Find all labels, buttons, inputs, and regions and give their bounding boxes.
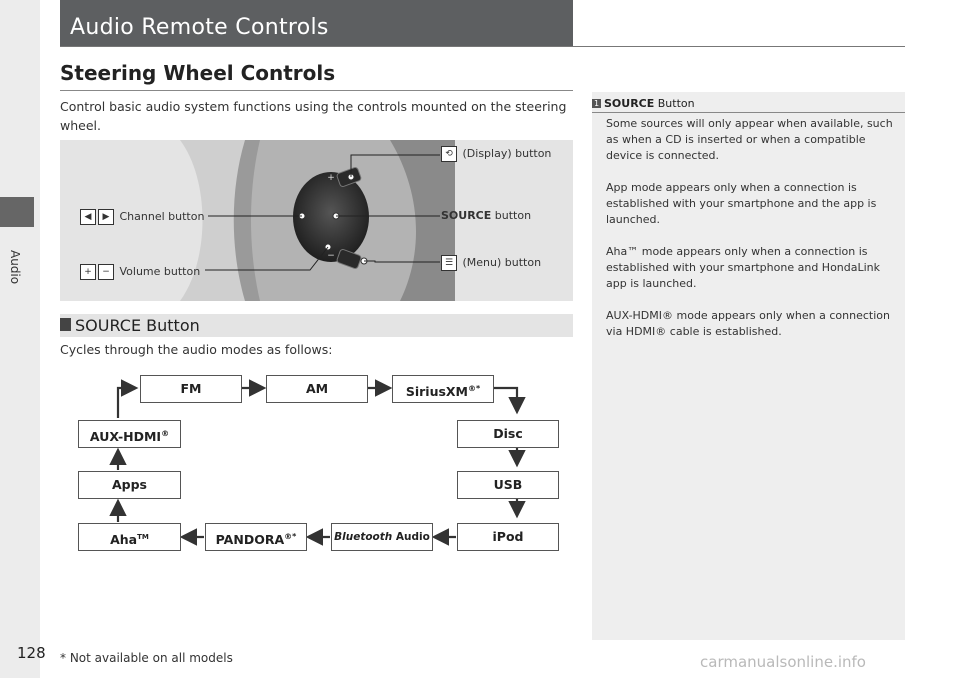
footnote: * Not available on all models xyxy=(60,651,233,665)
mode-am: AM xyxy=(266,375,368,403)
channel-right-icon: ▶ xyxy=(98,209,114,225)
mode-aux-hdmi-sup: ® xyxy=(161,429,170,438)
menu-callout-label: (Menu) button xyxy=(462,256,542,269)
page-title: Audio Remote Controls xyxy=(70,15,329,40)
source-callout-bold: SOURCE xyxy=(441,209,492,222)
display-button-callout: ⟲ (Display) button xyxy=(441,146,551,162)
display-icon: ⟲ xyxy=(441,146,457,162)
mode-disc-label: Disc xyxy=(493,426,523,441)
note-reference-icon: 1 xyxy=(592,99,601,108)
mode-fm: FM xyxy=(140,375,242,403)
mode-ipod: iPod xyxy=(457,523,559,551)
mode-siriusxm-label: SiriusXM xyxy=(405,384,468,400)
volume-callout-label: Volume button xyxy=(119,265,201,278)
subsection-bar xyxy=(60,314,573,337)
mode-bluetooth-audio: Bluetooth Audio xyxy=(331,523,433,551)
mode-bluetooth-label: Audio xyxy=(392,531,430,543)
section-title: Steering Wheel Controls xyxy=(60,61,336,85)
svg-text:+: + xyxy=(327,173,335,183)
mode-pandora: PANDORA®* xyxy=(205,523,307,551)
note-heading-label: Button xyxy=(654,97,695,110)
volume-button-callout: +− Volume button xyxy=(80,264,200,280)
source-button-callout: SOURCE button xyxy=(441,209,531,222)
mode-bluetooth-italic: Bluetooth xyxy=(334,531,393,543)
section-rule xyxy=(60,90,573,91)
mode-aha-sup: TM xyxy=(137,533,149,541)
mode-apps-label: Apps xyxy=(111,477,147,492)
volume-minus-icon: − xyxy=(98,264,114,280)
source-callout-label: button xyxy=(491,209,532,222)
steering-wheel-drawing: + − xyxy=(60,140,573,301)
note-paragraph: AUX-HDMI® mode appears only when a conne… xyxy=(606,309,890,338)
channel-callout-label: Channel button xyxy=(119,210,205,223)
note-panel xyxy=(592,92,905,640)
subsection-title: SOURCE Button xyxy=(75,316,200,335)
mode-fm-label: FM xyxy=(180,381,202,396)
side-tab-label: Audio xyxy=(8,250,22,285)
mode-disc: Disc xyxy=(457,420,559,448)
svg-text:−: − xyxy=(327,251,335,261)
mode-aux-hdmi: AUX-HDMI® xyxy=(78,420,181,448)
volume-plus-icon: + xyxy=(80,264,96,280)
mode-ipod-label: iPod xyxy=(492,529,524,544)
mode-siriusxm: SiriusXM®* xyxy=(392,375,494,403)
side-tab: Audio xyxy=(0,0,40,678)
note-body: Some sources will only appear when avail… xyxy=(606,116,896,356)
note-heading-bold: SOURCE xyxy=(604,97,655,110)
steering-wheel-illustration: + − xyxy=(60,140,573,301)
channel-button-callout: ◀▶ Channel button xyxy=(80,209,204,225)
note-rule xyxy=(592,112,905,113)
mode-aux-hdmi-label: AUX-HDMI xyxy=(89,429,162,445)
mode-am-label: AM xyxy=(305,381,329,396)
header-rule xyxy=(60,46,905,47)
channel-left-icon: ◀ xyxy=(80,209,96,225)
side-tab-marker xyxy=(0,197,34,227)
menu-icon: ☰ xyxy=(441,255,457,271)
mode-aha-label: Aha xyxy=(110,532,138,548)
note-paragraph: Aha™ mode appears only when a connection… xyxy=(606,245,881,290)
mode-pandora-sup: ®* xyxy=(284,532,297,541)
note-paragraph: App mode appears only when a connection … xyxy=(606,181,877,226)
mode-siriusxm-sup: ®* xyxy=(467,384,481,393)
note-paragraph: Some sources will only appear when avail… xyxy=(606,117,893,162)
mode-usb-label: USB xyxy=(493,477,523,492)
mode-apps: Apps xyxy=(78,471,181,499)
mode-aha: AhaTM xyxy=(78,523,181,551)
header-bar xyxy=(60,0,573,46)
page-number: 128 xyxy=(17,644,46,662)
watermark: carmanualsonline.info xyxy=(700,653,866,671)
mode-flow-arrows xyxy=(109,379,526,546)
menu-button-callout: ☰ (Menu) button xyxy=(441,255,541,271)
subsection-bullet-icon xyxy=(60,318,71,331)
mode-usb: USB xyxy=(457,471,559,499)
mode-pandora-label: PANDORA xyxy=(215,532,285,548)
display-callout-label: (Display) button xyxy=(462,147,552,160)
cycles-text: Cycles through the audio modes as follow… xyxy=(60,342,333,357)
intro-text: Control basic audio system functions usi… xyxy=(60,99,567,133)
